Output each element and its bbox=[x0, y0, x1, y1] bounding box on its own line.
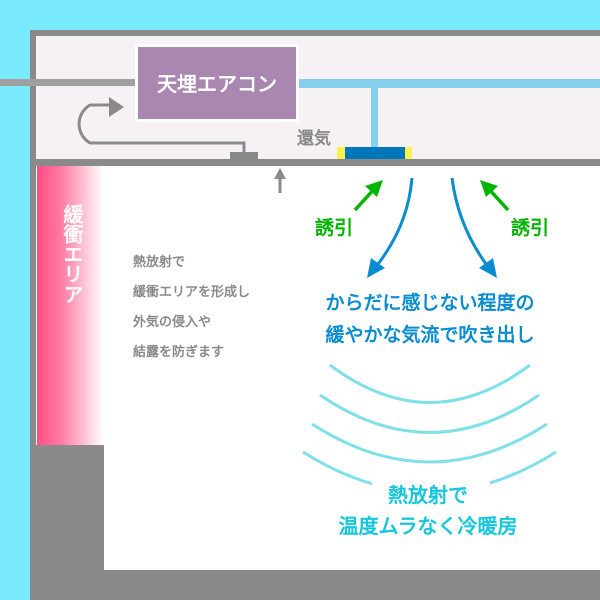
radiation-arc-2 bbox=[319, 393, 540, 434]
return-grille bbox=[230, 152, 258, 159]
diffuser bbox=[345, 147, 405, 159]
gray-duct bbox=[0, 79, 136, 86]
return-up-arrow-icon bbox=[274, 168, 286, 179]
return-air-label: 還気 bbox=[297, 128, 331, 149]
airflow-text-line1: からだに感じない程度の bbox=[325, 291, 534, 314]
supply-duct-drop bbox=[371, 86, 378, 148]
airflow-right-line bbox=[450, 177, 488, 265]
radiation-arc-3 bbox=[311, 422, 548, 464]
buffer-area bbox=[37, 166, 104, 445]
induction-label-left: 誘引 bbox=[315, 216, 353, 239]
airflow-left-arrow-icon bbox=[367, 258, 385, 278]
induction-arrow-left-icon bbox=[365, 180, 383, 197]
buffer-desc-line4: 結露を防ぎます bbox=[133, 344, 224, 360]
ceiling-ac-unit bbox=[138, 47, 296, 119]
buffer-desc-line2: 緩衝エリアを形成し bbox=[133, 284, 250, 300]
supply-duct bbox=[298, 79, 600, 88]
buffer-area-label: 緩衝エリア bbox=[60, 203, 84, 304]
airflow-left-line bbox=[376, 177, 414, 265]
induction-arrow-right-icon bbox=[480, 180, 498, 197]
airflow-text-line2: 緩やかな気流で吹き出し bbox=[325, 323, 534, 346]
text-backing bbox=[372, 470, 490, 500]
return-arrow-head-icon bbox=[109, 97, 124, 117]
radiation-text-line2: 温度ムラなく冷暖房 bbox=[339, 514, 518, 538]
unit-label: 天埋エアコン bbox=[157, 72, 277, 96]
return-air-path bbox=[77, 103, 246, 152]
airflow-right-arrow-icon bbox=[479, 258, 497, 278]
radiation-text-line1: 熱放射で bbox=[388, 483, 468, 507]
room-interior bbox=[36, 166, 600, 570]
radiation-arc-1 bbox=[329, 363, 531, 404]
buffer-desc-line1: 熱放射で bbox=[133, 254, 185, 270]
buffer-desc-line3: 外気の侵入や bbox=[132, 314, 211, 330]
ceiling-space bbox=[36, 36, 600, 159]
wall-block bbox=[36, 445, 104, 570]
induction-label-right: 誘引 bbox=[511, 216, 549, 239]
